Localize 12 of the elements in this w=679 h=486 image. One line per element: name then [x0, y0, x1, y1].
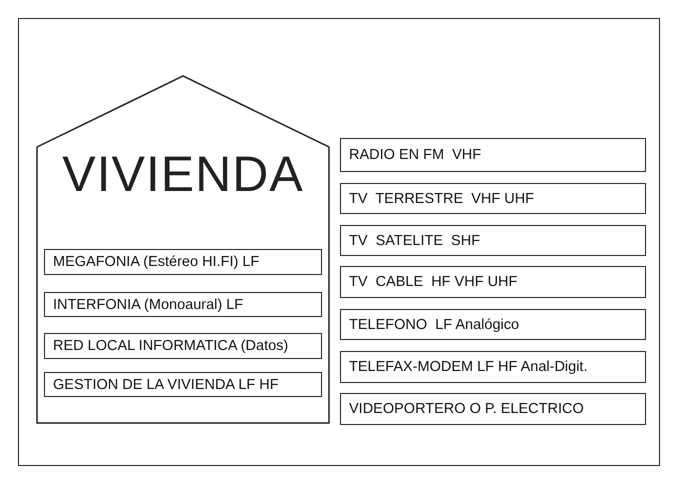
service-box: GESTION DE LA VIVIENDA LF HF	[44, 372, 322, 397]
service-box: TV SATELITE SHF	[340, 225, 646, 256]
service-box: MEGAFONIA (Estéreo HI.FI) LF	[44, 249, 322, 275]
service-box: TV CABLE HF VHF UHF	[340, 266, 646, 298]
house-title: VIVIENDA	[61, 145, 305, 203]
service-box: TELEFONO LF Analógico	[340, 309, 646, 340]
service-box: TV TERRESTRE VHF UHF	[340, 183, 646, 214]
service-box: RED LOCAL INFORMATICA (Datos)	[44, 333, 322, 359]
service-box: TELEFAX-MODEM LF HF Anal-Digit.	[340, 351, 646, 383]
service-box: VIDEOPORTERO O P. ELECTRICO	[340, 393, 646, 425]
service-box: INTERFONIA (Monoaural) LF	[44, 292, 322, 317]
service-box: RADIO EN FM VHF	[340, 138, 646, 172]
